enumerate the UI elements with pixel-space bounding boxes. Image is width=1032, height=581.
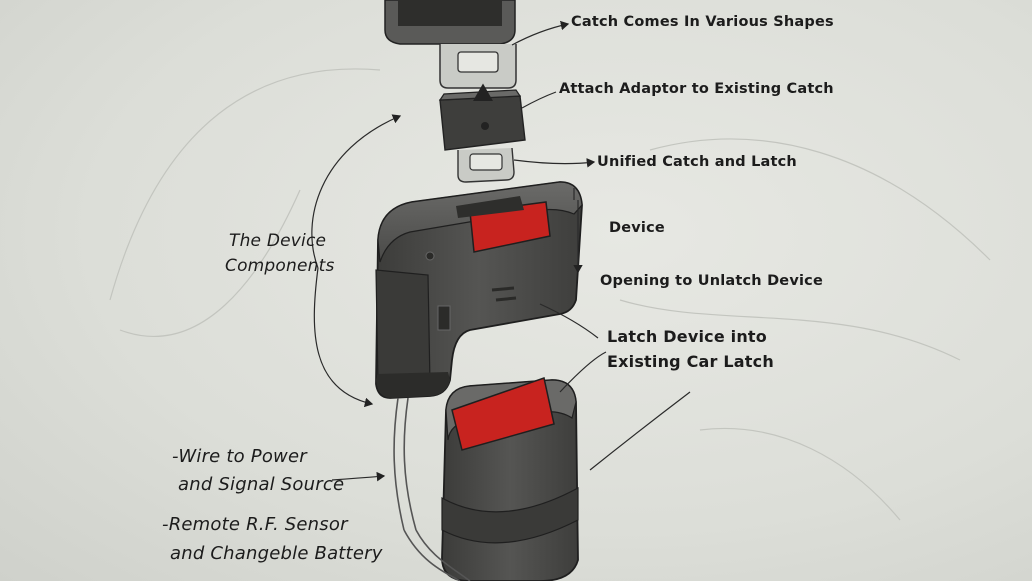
label-device: Device <box>609 220 665 236</box>
label-wire-line2: and Signal Source <box>178 474 345 495</box>
label-opening: Opening to Unlatch Device <box>600 273 823 289</box>
label-components-line2: Components <box>225 256 335 276</box>
annotation-leaders <box>311 20 691 482</box>
adaptor <box>438 83 526 183</box>
main-device <box>375 181 583 399</box>
label-unified-catch: Unified Catch and Latch <box>597 154 797 170</box>
label-latch-line1: Latch Device into <box>607 327 767 346</box>
label-latch-line2: Existing Car Latch <box>607 352 774 371</box>
label-components-line1: The Device <box>229 231 327 251</box>
existing-catch <box>384 0 517 89</box>
label-remote-line2: and Changeble Battery <box>170 543 383 564</box>
label-remote-line1: -Remote R.F. Sensor <box>162 514 348 535</box>
background-sketch <box>109 68 991 521</box>
label-attach-adaptor: Attach Adaptor to Existing Catch <box>559 81 834 97</box>
car-latch <box>441 377 579 581</box>
label-catch-shapes: Catch Comes In Various Shapes <box>571 14 834 30</box>
wire <box>393 397 471 581</box>
label-wire-line1: -Wire to Power <box>172 446 307 467</box>
